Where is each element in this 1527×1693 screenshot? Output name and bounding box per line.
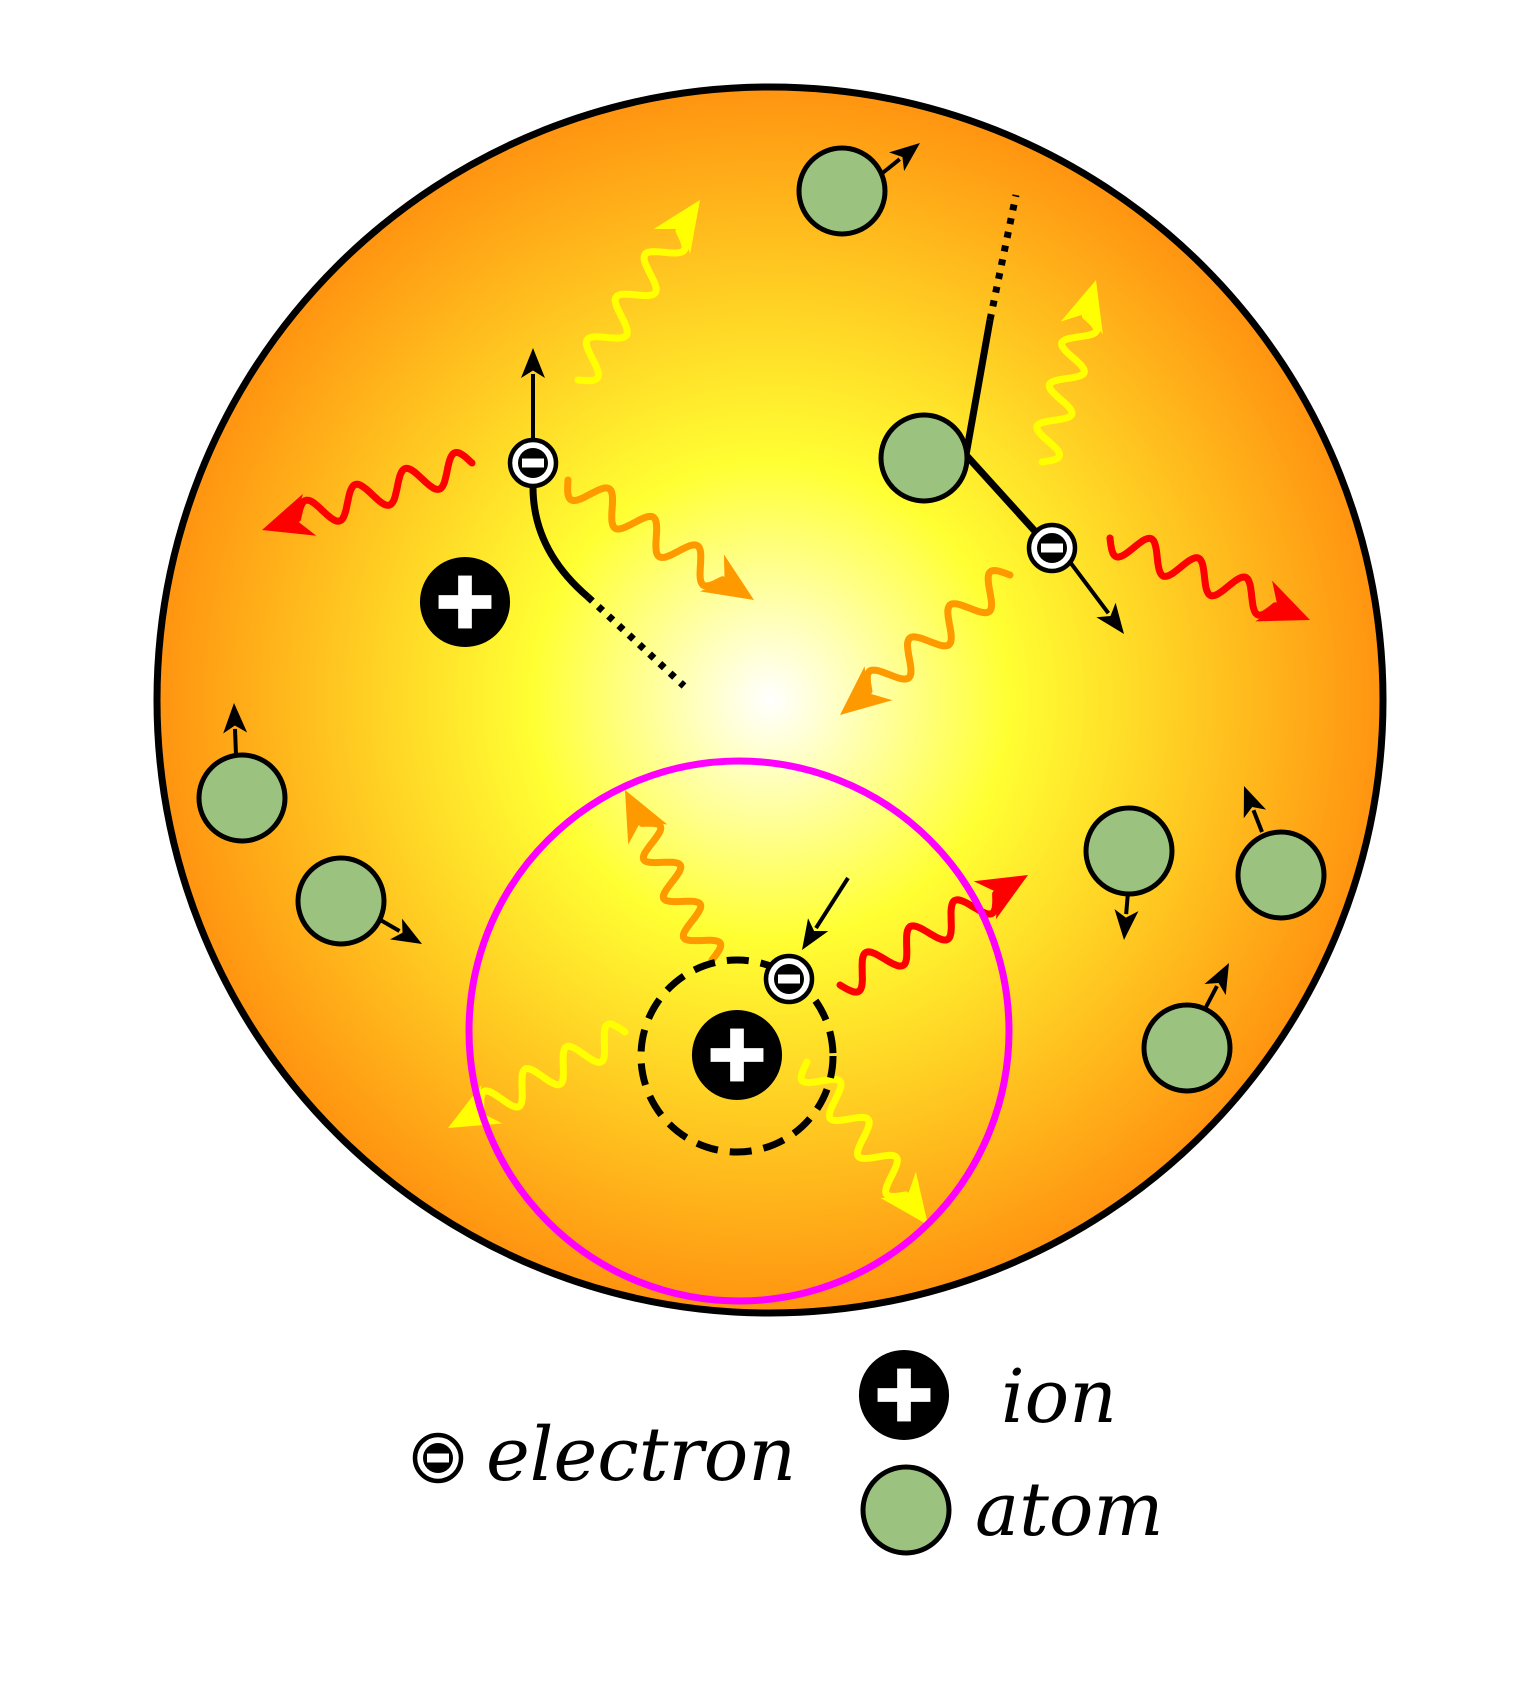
photon-yellow-arrowhead: [653, 200, 700, 254]
photon-orange-wave: [564, 476, 726, 590]
electron-trajectory-curve: [529, 486, 591, 600]
atom: [1083, 805, 1175, 897]
atom-velocity-arrow-shaft: [1204, 985, 1219, 1008]
electron-icon: [415, 1435, 461, 1481]
photon-red-wave: [294, 449, 476, 525]
atom: [878, 412, 970, 504]
photon-yellow-wave: [574, 227, 689, 385]
motion-arrow-group: [223, 143, 1267, 1008]
electron-velocity-arrow-shaft: [1068, 560, 1111, 615]
atom: [1235, 829, 1327, 921]
photon-orange-wave: [863, 566, 1014, 695]
photon-orange-arrowhead: [700, 554, 754, 600]
ion-icon: [858, 1349, 950, 1441]
atom-velocity-arrow-shaft: [233, 728, 238, 756]
photon-yellow-wave: [1033, 312, 1101, 466]
atom-velocity-arrow-head: [1243, 786, 1267, 819]
debye-sphere: [465, 757, 1013, 1305]
electron-velocity-arrow-head: [521, 348, 545, 378]
electron: [510, 440, 556, 486]
atom: [1141, 1002, 1233, 1094]
atom-icon: [860, 1464, 952, 1556]
ion: [419, 556, 511, 648]
atom-velocity-arrow-head: [1114, 909, 1139, 940]
atom-velocity-arrow-head: [889, 143, 920, 172]
electron: [766, 956, 812, 1002]
photon-yellow-arrowhead: [1060, 280, 1103, 335]
atom-velocity-arrow-head: [223, 703, 248, 734]
photon-yellow-wave: [477, 1020, 629, 1114]
photon-red-arrowhead: [262, 493, 317, 536]
electron-velocity-arrow-shaft: [814, 876, 850, 930]
photon-orange-arrowhead: [840, 666, 893, 715]
plasma-sphere: [153, 83, 1387, 1317]
legend-electron-label: electron: [486, 1412, 796, 1498]
electron-velocity-arrow-head: [802, 918, 829, 950]
photon-yellow-arrowhead: [448, 1084, 503, 1128]
photon-group: [262, 200, 1310, 1225]
atom-velocity-arrow-head: [1204, 963, 1229, 996]
atom-group: [196, 145, 1327, 1094]
photon-orange-arrowhead: [625, 790, 668, 845]
legend-atom-label: atom: [975, 1467, 1164, 1553]
atom-trajectory-line: [962, 319, 994, 456]
photon-red-arrowhead: [973, 875, 1028, 920]
legend: electron ion atom: [415, 1349, 1164, 1556]
bound-electron-orbit: [637, 956, 837, 1156]
photon-red-wave: [1106, 534, 1279, 619]
ion: [691, 1009, 783, 1101]
photon-red-wave: [836, 890, 1000, 996]
photon-yellow-arrowhead: [880, 1171, 928, 1225]
photon-red-arrowhead: [1255, 580, 1310, 622]
atom: [196, 752, 288, 844]
electron-velocity-arrow-head: [1096, 602, 1124, 634]
atom-velocity-arrow-head: [390, 918, 422, 944]
atom: [295, 855, 387, 947]
photon-yellow-wave: [797, 1058, 910, 1200]
atom-velocity-arrow-shaft: [1251, 809, 1264, 833]
photon-orange-wave: [638, 819, 725, 964]
atom: [796, 145, 888, 237]
legend-ion-label: ion: [1001, 1354, 1117, 1440]
electron: [1029, 525, 1075, 571]
